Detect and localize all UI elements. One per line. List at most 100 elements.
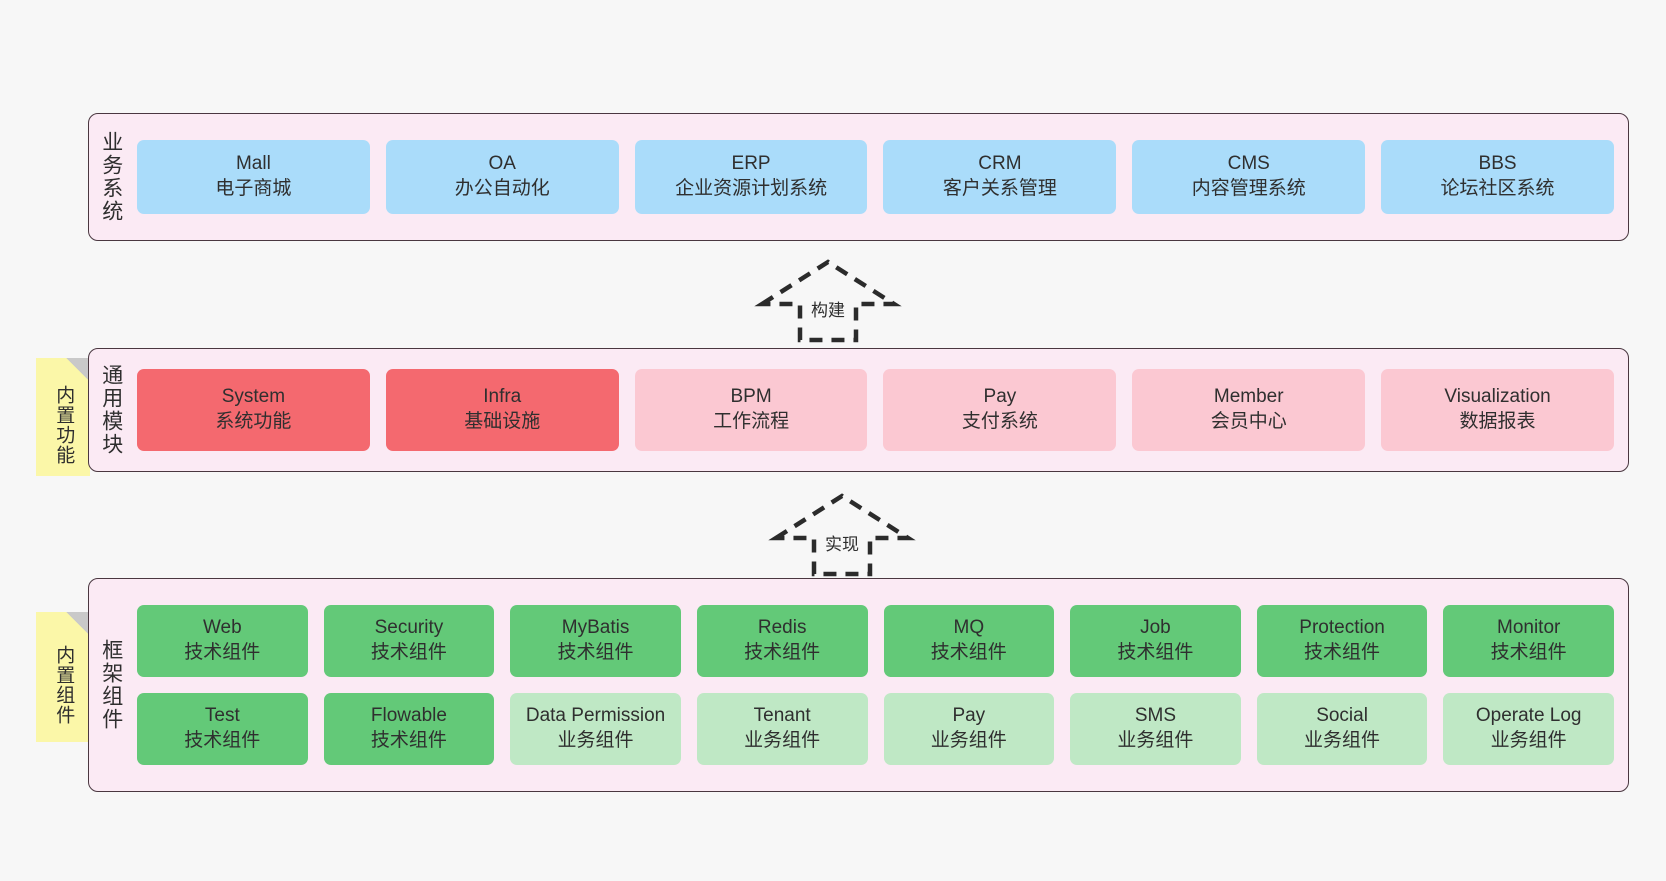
card-tenant[interactable]: Tenant 业务组件 bbox=[696, 693, 868, 765]
card-cms[interactable]: CMS 内容管理系统 bbox=[1132, 140, 1366, 214]
sticky-note-builtin-components: 内置组件 bbox=[36, 612, 90, 742]
card-subtitle: 数据报表 bbox=[1459, 411, 1536, 432]
card-subtitle: 技术组件 bbox=[1304, 642, 1381, 663]
card-title: Tenant bbox=[753, 705, 811, 727]
layer-common-module: 通用模块 System 系统功能 Infra 基础设施 BPM 工作流程 Pay… bbox=[88, 348, 1629, 472]
card-subtitle: 技术组件 bbox=[1117, 642, 1194, 663]
implement-arrow-icon bbox=[768, 493, 916, 577]
card-sms[interactable]: SMS 业务组件 bbox=[1070, 693, 1241, 765]
card-title: Operate Log bbox=[1475, 705, 1582, 727]
card-test[interactable]: Test 技术组件 bbox=[137, 693, 308, 765]
card-mq[interactable]: MQ 技术组件 bbox=[883, 605, 1055, 677]
card-subtitle: 客户关系管理 bbox=[942, 178, 1057, 199]
card-mall[interactable]: Mall 电子商城 bbox=[137, 140, 370, 214]
card-social[interactable]: Social 业务组件 bbox=[1256, 693, 1428, 765]
card-pay[interactable]: Pay 支付系统 bbox=[883, 369, 1117, 451]
card-security[interactable]: Security 技术组件 bbox=[323, 605, 495, 677]
layer-title-common-module: 通用模块 bbox=[99, 364, 123, 456]
card-title: Visualization bbox=[1444, 386, 1551, 408]
card-visualization[interactable]: Visualization 数据报表 bbox=[1381, 369, 1614, 451]
card-subtitle: 系统功能 bbox=[215, 411, 292, 432]
card-title: BBS bbox=[1478, 153, 1517, 175]
card-operate-log[interactable]: Operate Log 业务组件 bbox=[1443, 693, 1614, 765]
card-mybatis[interactable]: MyBatis 技术组件 bbox=[510, 605, 681, 677]
connector-implement: 实现 bbox=[768, 492, 916, 578]
card-title: BPM bbox=[730, 386, 772, 408]
layer-title-business-system: 业务系统 bbox=[99, 131, 123, 223]
card-protection[interactable]: Protection 技术组件 bbox=[1256, 605, 1428, 677]
card-title: Monitor bbox=[1497, 617, 1561, 639]
card-subtitle: 技术组件 bbox=[370, 730, 447, 751]
card-subtitle: 业务组件 bbox=[1490, 730, 1567, 751]
build-arrow-icon bbox=[754, 259, 902, 343]
card-title: MyBatis bbox=[561, 617, 630, 639]
card-redis[interactable]: Redis 技术组件 bbox=[696, 605, 868, 677]
folded-corner-icon bbox=[66, 358, 90, 382]
card-crm[interactable]: CRM 客户关系管理 bbox=[883, 140, 1117, 214]
connector-build: 构建 bbox=[754, 258, 902, 344]
card-title: Redis bbox=[757, 617, 807, 639]
card-web[interactable]: Web 技术组件 bbox=[137, 605, 308, 677]
card-subtitle: 企业资源计划系统 bbox=[675, 178, 828, 199]
card-subtitle: 基础设施 bbox=[464, 411, 541, 432]
card-subtitle: 技术组件 bbox=[184, 642, 261, 663]
card-data-permission[interactable]: Data Permission 业务组件 bbox=[510, 693, 681, 765]
layer-body-framework-component: Web 技术组件 Security 技术组件 MyBatis 技术组件 Redi… bbox=[133, 579, 1628, 791]
card-system[interactable]: System 系统功能 bbox=[137, 369, 370, 451]
folded-corner-icon bbox=[66, 612, 90, 636]
layer-body-business-system: Mall 电子商城 OA 办公自动化 ERP 企业资源计划系统 CRM 客户关系… bbox=[133, 114, 1628, 240]
card-subtitle: 支付系统 bbox=[961, 411, 1038, 432]
card-oa[interactable]: OA 办公自动化 bbox=[385, 140, 619, 214]
card-title: Pay bbox=[952, 705, 986, 727]
card-monitor[interactable]: Monitor 技术组件 bbox=[1443, 605, 1614, 677]
card-row: Test 技术组件 Flowable 技术组件 Data Permission … bbox=[137, 693, 1614, 765]
card-subtitle: 论坛社区系统 bbox=[1440, 178, 1555, 199]
card-subtitle: 工作流程 bbox=[713, 411, 790, 432]
card-erp[interactable]: ERP 企业资源计划系统 bbox=[634, 140, 868, 214]
card-title: Infra bbox=[483, 386, 522, 408]
card-subtitle: 电子商城 bbox=[215, 178, 292, 199]
card-title: Flowable bbox=[370, 705, 447, 727]
card-bbs[interactable]: BBS 论坛社区系统 bbox=[1381, 140, 1614, 214]
card-job[interactable]: Job 技术组件 bbox=[1070, 605, 1241, 677]
card-row: Web 技术组件 Security 技术组件 MyBatis 技术组件 Redi… bbox=[137, 605, 1614, 677]
card-title: ERP bbox=[731, 153, 771, 175]
layer-body-common-module: System 系统功能 Infra 基础设施 BPM 工作流程 Pay 支付系统… bbox=[133, 349, 1628, 471]
card-title: Member bbox=[1213, 386, 1284, 408]
card-subtitle: 业务组件 bbox=[744, 730, 821, 751]
sticky-note-label: 内置组件 bbox=[53, 645, 75, 725]
card-title: Pay bbox=[983, 386, 1017, 408]
card-subtitle: 业务组件 bbox=[1117, 730, 1194, 751]
card-row: Mall 电子商城 OA 办公自动化 ERP 企业资源计划系统 CRM 客户关系… bbox=[137, 140, 1614, 214]
card-title: System bbox=[221, 386, 286, 408]
layer-business-system: 业务系统 Mall 电子商城 OA 办公自动化 ERP 企业资源计划系统 CRM… bbox=[88, 113, 1629, 241]
card-subtitle: 技术组件 bbox=[1490, 642, 1567, 663]
card-title: Test bbox=[204, 705, 240, 727]
sticky-note-label: 内置功能 bbox=[53, 385, 75, 465]
card-title: Job bbox=[1140, 617, 1171, 639]
card-subtitle: 业务组件 bbox=[1304, 730, 1381, 751]
card-title: MQ bbox=[953, 617, 985, 639]
card-infra[interactable]: Infra 基础设施 bbox=[385, 369, 619, 451]
connector-build-label: 构建 bbox=[809, 296, 847, 321]
card-subtitle: 技术组件 bbox=[557, 642, 634, 663]
connector-implement-label: 实现 bbox=[823, 530, 861, 555]
card-member[interactable]: Member 会员中心 bbox=[1132, 369, 1366, 451]
card-subtitle: 业务组件 bbox=[930, 730, 1007, 751]
card-title: CMS bbox=[1227, 153, 1270, 175]
card-title: Web bbox=[202, 617, 242, 639]
card-title: Security bbox=[374, 617, 444, 639]
card-flowable[interactable]: Flowable 技术组件 bbox=[323, 693, 495, 765]
card-subtitle: 技术组件 bbox=[370, 642, 447, 663]
card-title: OA bbox=[488, 153, 516, 175]
card-row: System 系统功能 Infra 基础设施 BPM 工作流程 Pay 支付系统… bbox=[137, 369, 1614, 451]
layer-title-framework-component: 框架组件 bbox=[99, 639, 123, 731]
card-bpm[interactable]: BPM 工作流程 bbox=[634, 369, 868, 451]
card-subtitle: 技术组件 bbox=[184, 730, 261, 751]
card-title: Protection bbox=[1299, 617, 1385, 639]
card-subtitle: 会员中心 bbox=[1210, 411, 1287, 432]
card-subtitle: 业务组件 bbox=[557, 730, 634, 751]
card-pay-business[interactable]: Pay 业务组件 bbox=[883, 693, 1055, 765]
card-title: Data Permission bbox=[525, 705, 666, 727]
